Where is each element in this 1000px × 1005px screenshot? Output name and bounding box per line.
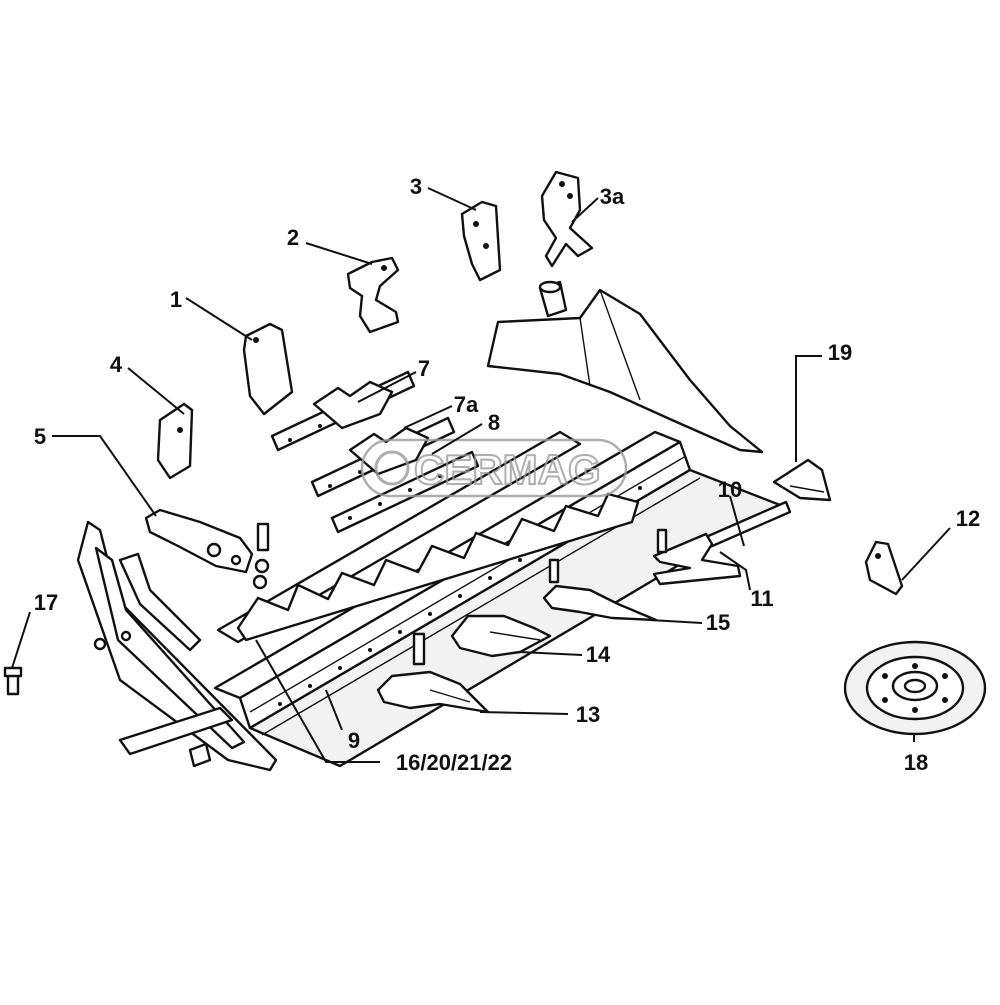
callout-15: 15 — [706, 610, 730, 635]
callout-10: 10 — [718, 477, 742, 502]
part-3 — [460, 200, 502, 282]
callout-3: 3 — [410, 174, 422, 199]
callout-labels: 1 2 3 3a 4 5 7 7a 8 9 10 11 12 13 14 15 … — [34, 174, 980, 775]
part-1 — [242, 322, 294, 416]
callout-3a: 3a — [600, 184, 625, 209]
callout-1: 1 — [170, 287, 182, 312]
part-18-clutch-disc — [843, 640, 987, 736]
callout-18: 18 — [904, 750, 928, 775]
part-14 — [450, 614, 552, 658]
callout-9: 9 — [348, 728, 360, 753]
callout-17: 17 — [34, 590, 58, 615]
left-divider — [76, 520, 278, 772]
part-3a — [540, 170, 594, 268]
part-5 — [144, 508, 270, 590]
callout-7: 7 — [418, 356, 430, 381]
part-19 — [772, 458, 832, 502]
callout-19: 19 — [828, 340, 852, 365]
part-11 — [652, 528, 742, 586]
callout-4: 4 — [110, 352, 123, 377]
leader-lines — [11, 187, 951, 763]
knife-sections — [216, 430, 640, 644]
watermark: CERMAG — [360, 438, 628, 498]
callout-12: 12 — [956, 506, 980, 531]
callout-2: 2 — [287, 225, 299, 250]
right-divider — [486, 280, 764, 454]
callout-16-20-21-22: 16/20/21/22 — [396, 750, 512, 775]
callout-13: 13 — [576, 702, 600, 727]
callout-8: 8 — [488, 410, 500, 435]
part-2 — [346, 256, 400, 334]
callout-5: 5 — [34, 424, 46, 449]
part-4 — [156, 402, 194, 480]
part-12 — [864, 540, 904, 596]
watermark-text: CERMAG — [414, 446, 601, 493]
part-8 — [330, 450, 480, 534]
callout-14: 14 — [586, 642, 611, 667]
callout-7a: 7a — [454, 392, 479, 417]
part-17 — [3, 666, 23, 696]
callout-11: 11 — [750, 586, 773, 611]
